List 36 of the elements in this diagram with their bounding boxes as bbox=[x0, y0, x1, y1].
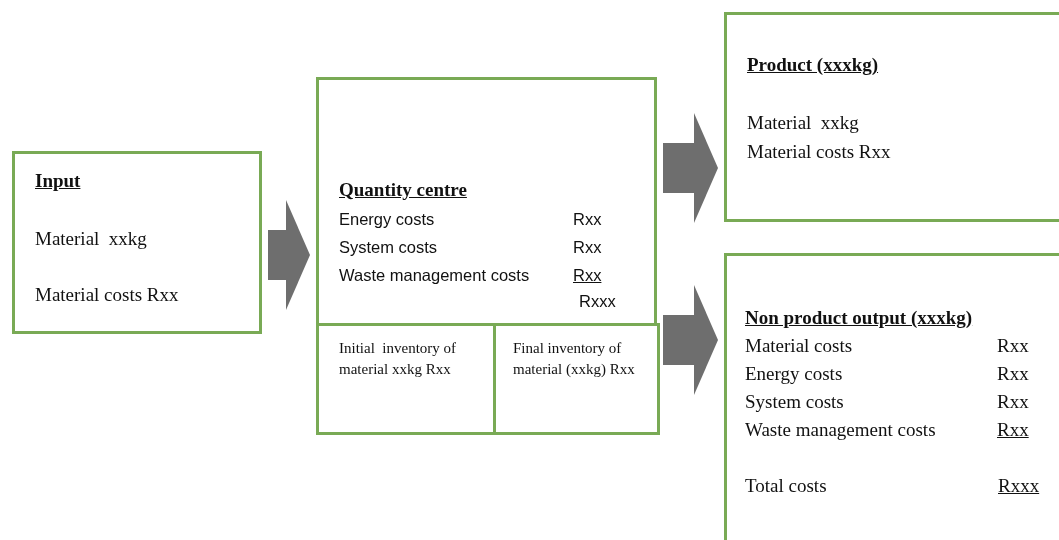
label-text: Rxxx bbox=[579, 291, 616, 312]
output-box bbox=[724, 253, 1059, 540]
label-text: Material costs Rxx bbox=[747, 140, 891, 164]
block-arrow bbox=[268, 200, 310, 310]
inventory-box bbox=[493, 323, 660, 435]
label-text: Waste management costs bbox=[339, 265, 530, 286]
label-text: Energy costs bbox=[745, 362, 843, 386]
heading-text: Quantity centre bbox=[339, 178, 467, 202]
body-text: Initial inventory of material xxkg Rxx bbox=[339, 339, 458, 379]
output-box bbox=[724, 12, 1059, 222]
label-text: Rxx bbox=[997, 390, 1029, 414]
block-arrow bbox=[663, 113, 718, 223]
label-text: System costs bbox=[339, 237, 438, 258]
label-text: Material xxkg bbox=[747, 111, 859, 135]
label-text: Rxx bbox=[997, 334, 1029, 358]
heading-text: Non product output (xxxkg) bbox=[745, 306, 973, 330]
label-text: Rxx bbox=[573, 237, 602, 258]
input-box bbox=[12, 151, 262, 334]
process-box bbox=[316, 77, 657, 432]
label-text: Rxx bbox=[997, 362, 1029, 386]
label-text: System costs bbox=[745, 390, 844, 414]
label-text: Material costs Rxx bbox=[35, 283, 179, 307]
label-text: Total costs bbox=[745, 474, 827, 498]
label-text: Energy costs bbox=[339, 209, 435, 230]
heading-text: Product (xxxkg) bbox=[747, 53, 879, 77]
label-text: Material xxkg bbox=[35, 227, 147, 251]
label-text: Waste management costs bbox=[745, 418, 936, 442]
label-text: Rxx bbox=[997, 418, 1029, 442]
label-text: Rxx bbox=[573, 209, 602, 230]
label-text: Rxx bbox=[573, 265, 602, 286]
body-text: Final inventory of material (xxkg) Rxx bbox=[513, 339, 636, 379]
label-text: Material costs bbox=[745, 334, 853, 358]
heading-text: Input bbox=[35, 169, 81, 193]
label-text: Rxxx bbox=[998, 474, 1040, 498]
inventory-box bbox=[316, 323, 496, 435]
block-arrow bbox=[663, 285, 718, 395]
